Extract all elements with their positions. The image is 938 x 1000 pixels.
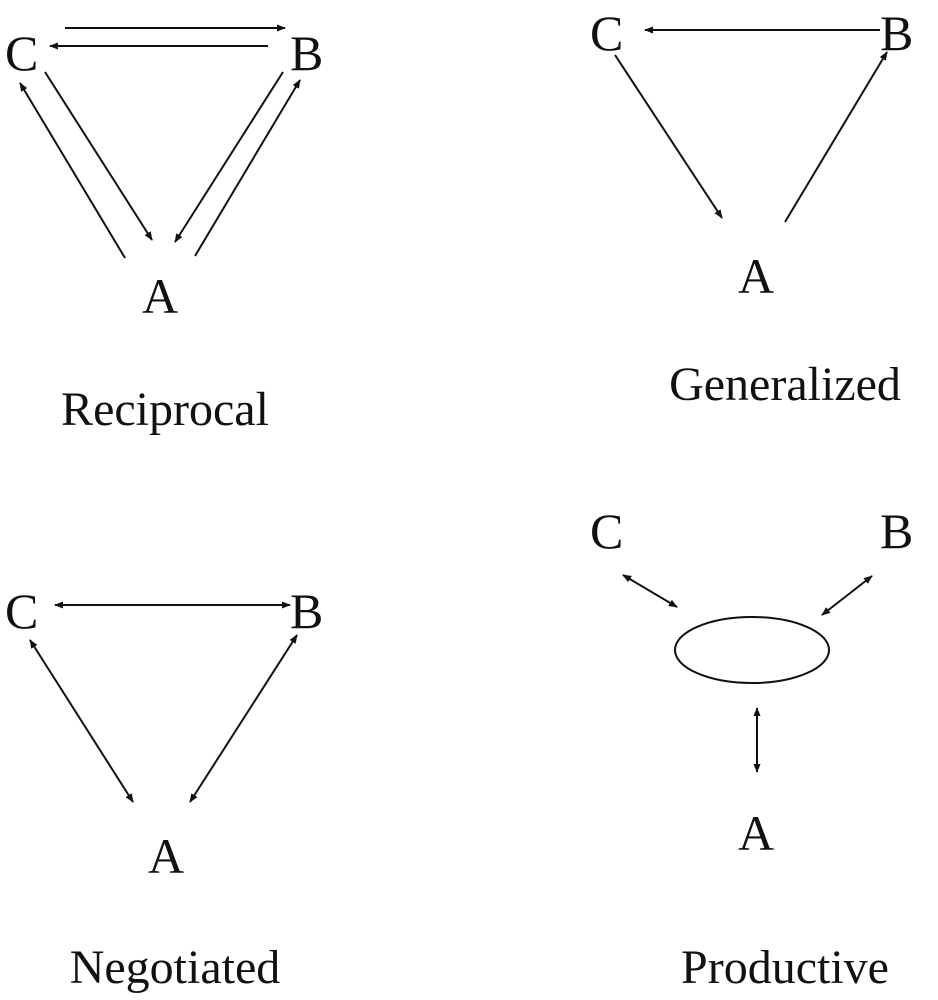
node-c: C — [5, 25, 38, 81]
label-negotiated: Negotiated — [70, 941, 281, 994]
panel-generalized: C B A Generalized — [590, 5, 913, 411]
arrow-b-to-a — [174, 71, 284, 243]
node-a: A — [738, 248, 774, 304]
node-a: A — [142, 268, 178, 324]
arrow-a-to-c — [19, 82, 126, 259]
panel-reciprocal: C B A Reciprocal — [5, 24, 323, 436]
node-b: B — [880, 503, 913, 559]
shared-pool-ellipse — [674, 616, 830, 684]
label-generalized: Generalized — [669, 358, 901, 411]
node-c: C — [590, 5, 623, 61]
node-c: C — [5, 583, 38, 639]
panel-negotiated: C B A Negotiated — [5, 583, 323, 994]
node-a: A — [148, 828, 184, 884]
arrow-c-to-a — [44, 71, 153, 241]
arrow-c-pool-bidirectional — [622, 574, 678, 608]
node-c: C — [590, 503, 623, 559]
arrow-b-pool-bidirectional — [821, 575, 873, 616]
label-productive: Productive — [681, 941, 889, 994]
label-reciprocal: Reciprocal — [61, 383, 269, 436]
arrow-a-to-b — [194, 79, 301, 257]
arrow-c-to-a — [614, 54, 723, 219]
node-a: A — [738, 805, 774, 861]
node-b: B — [290, 25, 323, 81]
node-b: B — [880, 5, 913, 61]
panel-productive: C B A Productive — [590, 503, 913, 994]
arrow-b-a-bidirectional — [189, 634, 298, 803]
arrow-c-a-bidirectional — [29, 639, 134, 803]
node-b: B — [290, 583, 323, 639]
arrow-a-to-b — [784, 51, 888, 223]
